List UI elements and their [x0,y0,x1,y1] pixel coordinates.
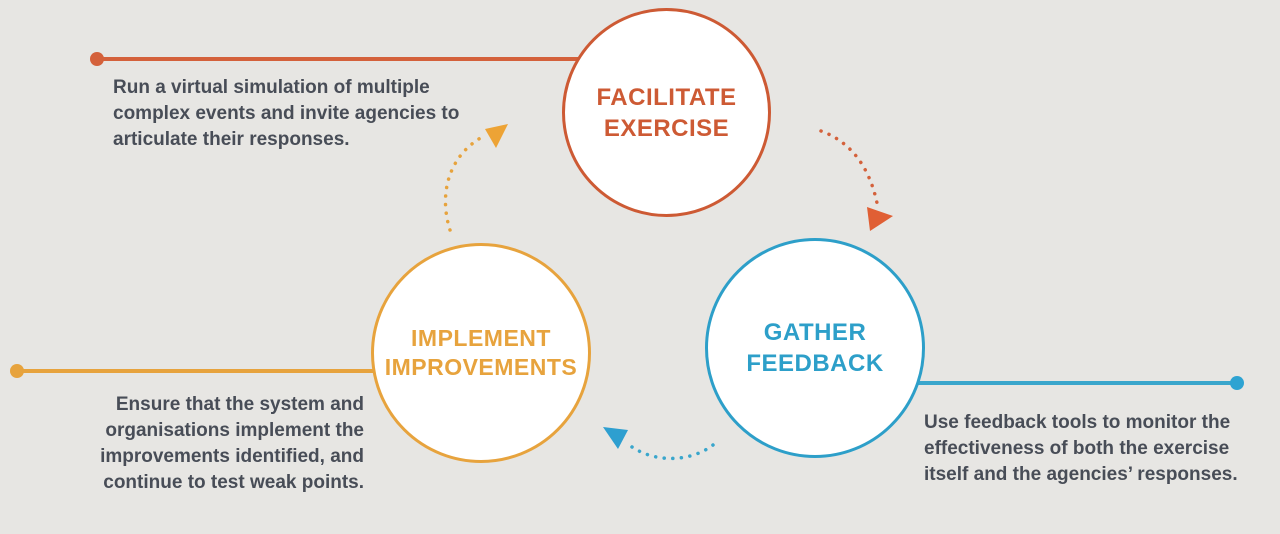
arrow-facilitate-to-gather-arc [819,129,879,205]
facilitate-leader-line [90,52,630,66]
arrow-gather-to-implement [603,427,715,461]
gather-feedback-description: Use feedback tools to monitor the effect… [924,412,1238,485]
step-gather-feedback: GATHER FEEDBACK [705,238,925,458]
step-implement-improvements-label: IMPLEMENT IMPROVEMENTS [384,325,578,380]
arrow-gather-to-implement-arc [630,443,715,461]
step-facilitate-exercise: FACILITATE EXERCISE [562,8,771,217]
arrow-implement-to-facilitate [443,124,508,232]
step-facilitate-exercise-label: FACILITATE EXERCISE [596,83,737,142]
arrow-facilitate-to-gather [819,129,893,231]
arrow-facilitate-to-gather-head-icon [867,207,893,231]
step-implement-improvements: IMPLEMENT IMPROVEMENTS [371,243,591,463]
step-gather-feedback-label: GATHER FEEDBACK [746,319,884,377]
implement-improvements-description: Ensure that the system and organisations… [100,394,364,493]
arrow-gather-to-implement-head-icon [603,427,628,449]
facilitate-exercise-description: Run a virtual simulation of multiple com… [113,77,460,150]
arrow-implement-to-facilitate-head-icon [485,124,508,148]
gather-leader-dot [1230,376,1244,390]
